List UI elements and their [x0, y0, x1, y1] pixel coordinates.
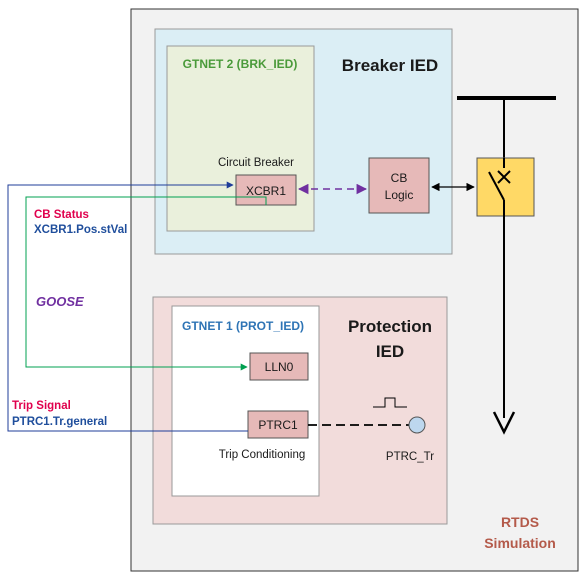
rtds-label-line2: Simulation: [484, 535, 556, 551]
cb-status-loop: [25, 196, 267, 371]
cb-status-value: XCBR1.Pos.stVal: [34, 224, 127, 236]
cb-logic-label-line2: Logic: [385, 188, 414, 202]
protection-ied-title-line2: IED: [376, 342, 404, 361]
circuit-breaker-label: Circuit Breaker: [218, 157, 294, 169]
trip-signal-title: Trip Signal: [12, 400, 71, 412]
rtds-label-line1: RTDS: [501, 514, 539, 530]
pulse-waveform-icon: [373, 397, 407, 408]
cb-logic-label-line1: CB: [391, 171, 408, 185]
cb-status-title: CB Status: [34, 209, 89, 221]
breaker-switch-contact: [488, 171, 505, 201]
protection-ied-title-line1: Protection: [348, 317, 432, 336]
gtnet2-label: GTNET 2 (BRK_IED): [183, 57, 298, 71]
ptrc1-block[interactable]: [247, 410, 309, 439]
circuit-breaker-symbol[interactable]: [476, 157, 535, 217]
cb-logic-block[interactable]: [368, 157, 430, 214]
gtnet1-label: GTNET 1 (PROT_IED): [182, 319, 304, 333]
breaker-ied-title: Breaker IED: [342, 56, 438, 75]
lln0-label: LLN0: [265, 360, 294, 374]
ptrc-tr-label: PTRC_Tr: [386, 451, 434, 463]
trip-signal-value: PTRC1.Tr.general: [12, 416, 107, 428]
gtnet1-box: [171, 305, 320, 497]
trip-conditioning-label: Trip Conditioning: [219, 449, 306, 461]
ptrc-tr-signal-node[interactable]: [408, 416, 426, 434]
xcbr1-label: XCBR1: [246, 184, 286, 198]
trip-signal-loop: [7, 181, 248, 432]
goose-label: GOOSE: [36, 294, 84, 309]
breaker-x-mark: [497, 170, 511, 184]
lln0-block[interactable]: [249, 352, 309, 381]
ptrc1-label: PTRC1: [258, 418, 298, 432]
feeder-arrow-head: [492, 411, 516, 435]
